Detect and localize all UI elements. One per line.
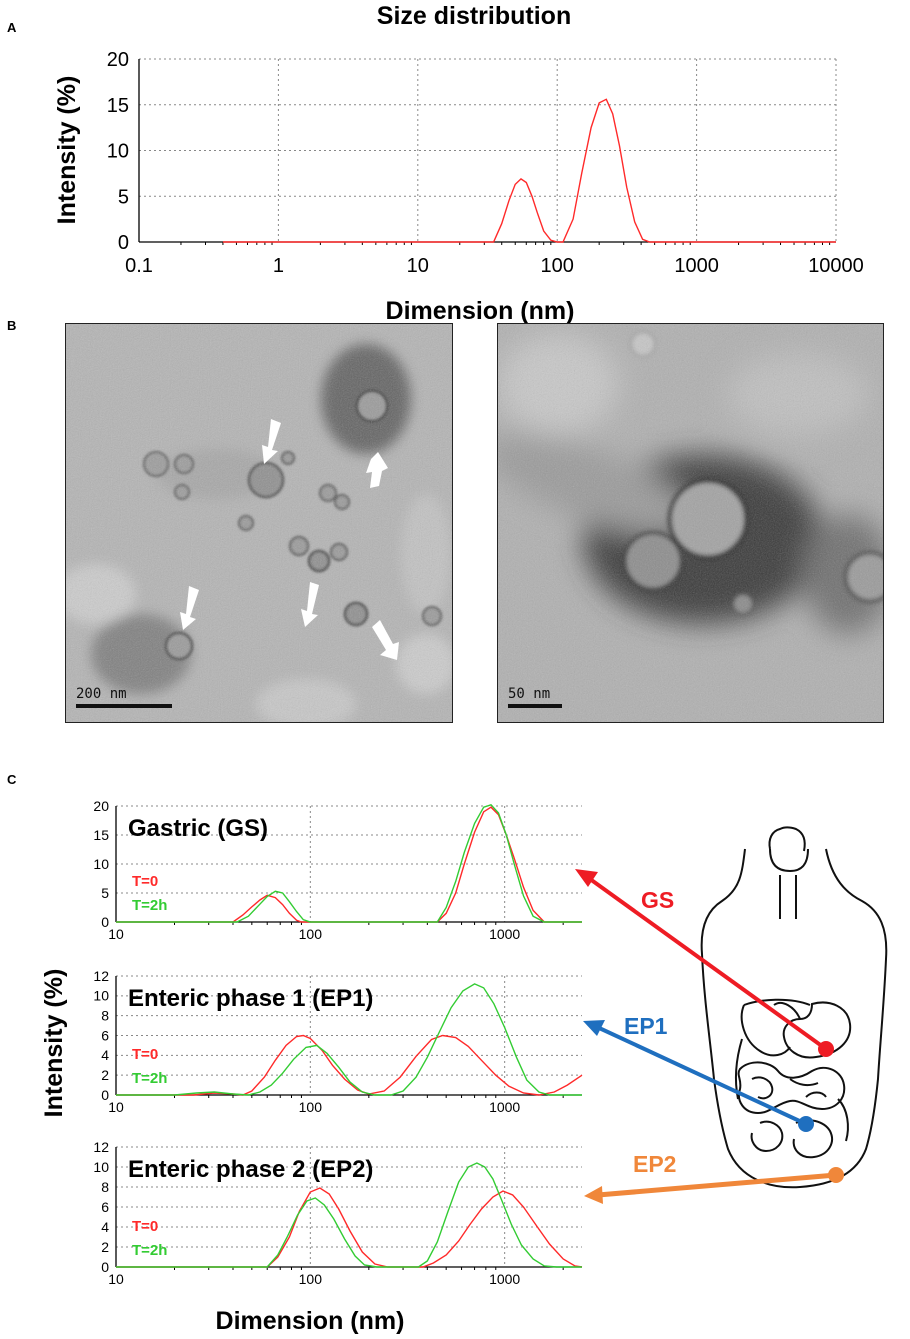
scale-bar-right: 50 nm [508, 686, 562, 708]
y-tick-label: 5 [101, 885, 109, 901]
y-tick-label: 10 [107, 141, 129, 163]
arrow-gs [575, 869, 834, 1057]
y-tick-label: 2 [101, 1067, 109, 1083]
x-tick-label: 100 [299, 1271, 323, 1287]
y-tick-label: 8 [101, 1179, 109, 1195]
arrow-ep2 [584, 1167, 844, 1204]
label-ep2: EP2 [633, 1151, 676, 1177]
legend-t2h: T=2h [132, 1242, 167, 1259]
panel-letter-c: C [7, 772, 17, 787]
scale-bar-left: 200 nm [76, 686, 172, 708]
y-tick-label: 10 [93, 988, 109, 1004]
x-tick-label: 10 [108, 1099, 124, 1115]
anatomy-illustration: GS EP1 EP2 [575, 826, 888, 1204]
y-tick-label: 0 [101, 1259, 109, 1275]
scale-label-left: 200 nm [76, 686, 127, 702]
x-tick-label: 1000 [489, 926, 520, 942]
y-tick-label: 10 [93, 856, 109, 872]
y-tick-label: 12 [93, 968, 109, 984]
y-tick-label: 20 [93, 798, 109, 814]
human-torso-outline [700, 826, 888, 1189]
x-tick-label: 10000 [808, 255, 864, 277]
x-tick-label: 100 [299, 926, 323, 942]
y-tick-label: 6 [101, 1027, 109, 1043]
series-line-t-2h [116, 803, 582, 923]
legend-t0: T=0 [132, 1218, 158, 1235]
series-line-t-0 [116, 1187, 583, 1268]
y-tick-label: 8 [101, 1008, 109, 1024]
x-tick-label: 10 [407, 255, 429, 277]
legend-t0: T=0 [132, 873, 158, 890]
subchart-title: Enteric phase 1 (EP1) [128, 985, 373, 1012]
x-tick-label: 100 [299, 1099, 323, 1115]
y-axis-label: Intensity (%) [53, 76, 81, 225]
x-axis-label-c: Dimension (nm) [216, 1307, 405, 1335]
y-axis-label-c: Intensity (%) [40, 969, 68, 1118]
series-line-t-0 [116, 806, 582, 923]
series-line-0 [222, 98, 836, 243]
tem-micrograph-right: 50 nm [497, 323, 884, 723]
y-tick-label: 10 [93, 1159, 109, 1175]
legend-t0: T=0 [132, 1046, 158, 1063]
x-tick-label: 100 [541, 255, 574, 277]
y-tick-label: 4 [101, 1047, 109, 1063]
panel-letter-b: B [7, 318, 17, 333]
y-tick-label: 0 [101, 1087, 109, 1103]
scale-label-right: 50 nm [508, 686, 551, 702]
x-tick-label: 1000 [489, 1099, 520, 1115]
label-gs: GS [641, 887, 674, 913]
subchart-title: Enteric phase 2 (EP2) [128, 1156, 373, 1183]
panel-letter-a: A [7, 20, 17, 35]
y-tick-label: 15 [93, 827, 109, 843]
series-line-t-2h [116, 1162, 582, 1268]
x-axis-label: Dimension (nm) [386, 297, 575, 325]
x-tick-label: 10 [108, 1271, 124, 1287]
subchart-title: Gastric (GS) [128, 815, 268, 842]
legend-t2h: T=2h [132, 1070, 167, 1087]
y-tick-label: 15 [107, 95, 129, 117]
x-tick-label: 1 [273, 255, 284, 277]
y-tick-label: 0 [101, 914, 109, 930]
label-ep1: EP1 [624, 1013, 668, 1039]
y-tick-label: 4 [101, 1219, 109, 1235]
chart-title: Size distribution [377, 2, 571, 30]
y-tick-label: 20 [107, 49, 129, 71]
x-tick-label: 1000 [489, 1271, 520, 1287]
x-tick-label: 1000 [674, 255, 719, 277]
x-tick-label: 10 [108, 926, 124, 942]
legend-t2h: T=2h [132, 897, 167, 914]
x-tick-label: 0.1 [125, 255, 153, 277]
tem-micrograph-left: 200 nm [65, 323, 453, 723]
y-tick-label: 5 [118, 186, 129, 208]
size-distribution-chart: 0.1 1 10 100 1000 10000 0 5 10 15 20 Size distribut… [53, 2, 864, 325]
series-line-t-2h [116, 983, 582, 1096]
arrow-ep1 [583, 1020, 814, 1132]
y-tick-label: 0 [118, 232, 129, 254]
y-tick-label: 12 [93, 1139, 109, 1155]
y-tick-label: 2 [101, 1239, 109, 1255]
y-tick-label: 6 [101, 1199, 109, 1215]
